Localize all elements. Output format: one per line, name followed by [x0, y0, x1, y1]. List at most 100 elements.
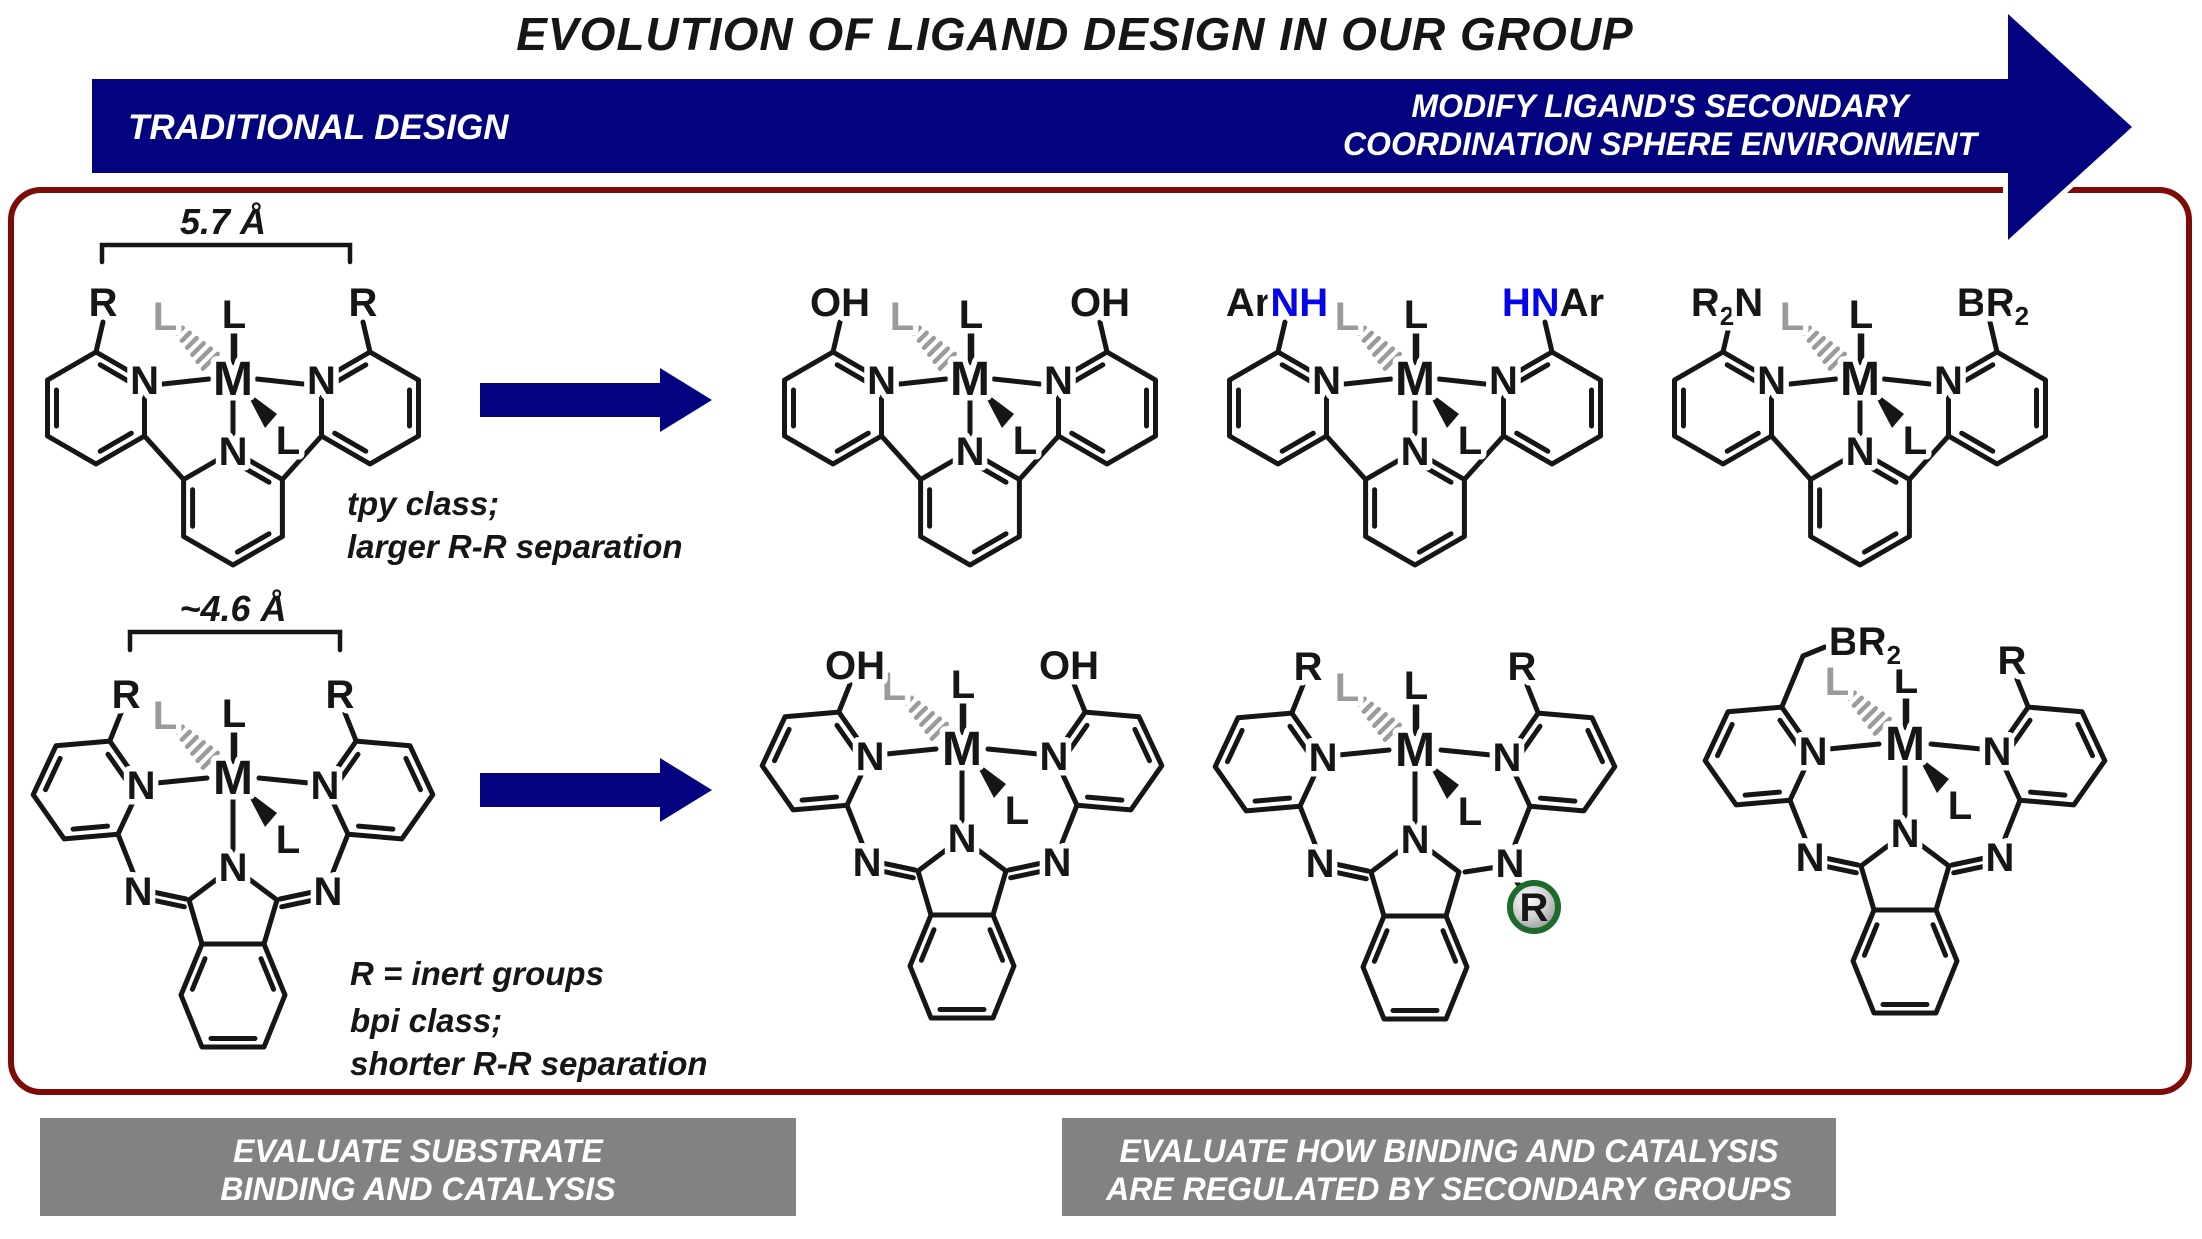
metal-label: M: [1395, 724, 1435, 777]
nitrogen-right-label: N: [1983, 730, 2012, 774]
nitrogen-left-label: N: [127, 764, 156, 808]
substituent-right: OH: [1039, 644, 1099, 688]
bpi-note-line1: bpi class;: [350, 1002, 502, 1039]
banner-right-line2: COORDINATION SPHERE ENVIRONMENT: [1343, 126, 1980, 162]
nitrogen-imine-left-label: N: [853, 841, 882, 885]
nitrogen-right-label: N: [307, 359, 336, 403]
nitrogen-imine-left-label: N: [124, 870, 153, 914]
substituent-left: R: [1294, 645, 1323, 689]
structure-tpy-hydroxyl: L L L N N N M OH OH: [785, 276, 1156, 565]
tpy-note-line1: tpy class;: [347, 485, 499, 522]
structure-tpy-traditional: L L L N N N M R R: [48, 276, 419, 565]
footer-right-line2: ARE REGULATED BY SECONDARY GROUPS: [1105, 1171, 1792, 1207]
nitrogen-isoindoline-label: N: [1891, 812, 1920, 856]
metal-label: M: [1885, 718, 1925, 771]
nitrogen-left-label: N: [1309, 736, 1338, 780]
ligand-wedge-label: L: [276, 818, 300, 862]
ligand-wedge-label: L: [1948, 784, 1972, 828]
substituent-right: R: [1508, 645, 1537, 689]
substituent-right: R: [326, 673, 355, 717]
ligand-top-label: L: [1849, 293, 1873, 337]
ligand-wedge-label: L: [1458, 419, 1482, 463]
ligand-hashed-label: L: [890, 295, 914, 339]
metal-label: M: [950, 353, 990, 406]
banner-left-label: TRADITIONAL DESIGN: [128, 108, 509, 147]
structure-bpi-borane: L L L N N N N N M BR2 R: [1705, 615, 2105, 1013]
ligand-top-label: L: [222, 692, 246, 736]
substituent-right: R: [1998, 639, 2027, 683]
nitrogen-isoindoline-label: N: [1401, 818, 1430, 862]
row2-transform-arrow: [480, 758, 712, 822]
nitrogen-isoindoline-label: N: [219, 846, 248, 890]
footer-box-left: [40, 1118, 796, 1216]
ligand-wedge-label: L: [276, 419, 300, 463]
ligand-top-label: L: [1404, 664, 1428, 708]
nitrogen-imine-right-label: N: [314, 870, 343, 914]
ligand-top-label: L: [222, 293, 246, 337]
structure-bpi-alkylated: R L L L N N N N N M R R: [1215, 640, 1615, 1019]
main-panel-border: [8, 187, 2192, 1095]
nitrogen-isoindoline-label: N: [948, 817, 977, 861]
nitrogen-right-label: N: [1040, 735, 1069, 779]
metal-label: M: [942, 723, 982, 776]
substituent-left: R: [89, 281, 118, 325]
tpy-distance-bracket: [99, 242, 353, 265]
nitrogen-right-label: N: [1493, 736, 1522, 780]
tpy-distance-label: 5.7 Å: [180, 201, 266, 242]
ligand-top-label: L: [1894, 658, 1918, 702]
substituent-right: OH: [1070, 281, 1130, 325]
substituent-left: OH: [810, 281, 870, 325]
structure-tpy-arylamine: L L L N N N M ArNH HNAr: [1220, 276, 1610, 565]
ligand-wedge-label: L: [1013, 419, 1037, 463]
secondary-group-sphere: [1507, 880, 1561, 934]
bpi-distance-label: ~4.6 Å: [179, 588, 286, 629]
banner-right-line1: MODIFY LIGAND'S SECONDARY: [1411, 88, 1911, 124]
nitrogen-bottom-label: N: [956, 430, 985, 474]
substituent-right: HNAr: [1502, 281, 1604, 325]
nitrogen-bottom-label: N: [219, 430, 248, 474]
ligand-hashed-label: L: [1825, 660, 1849, 704]
r-note: R = inert groups: [350, 955, 604, 992]
ligand-wedge-label: L: [1005, 789, 1029, 833]
tpy-note-line2: larger R-R separation: [347, 528, 683, 565]
footer-left-line1: EVALUATE SUBSTRATE: [233, 1133, 604, 1169]
nitrogen-left-label: N: [856, 735, 885, 779]
substituent-right: R: [349, 281, 378, 325]
nitrogen-imine-left-label: N: [1796, 836, 1825, 880]
bpi-distance-bracket: [127, 629, 343, 653]
circled-substituent: R: [1520, 886, 1549, 930]
structure-bpi-hydroxyl: L L L N N N N N M OH OH: [762, 639, 1162, 1018]
substituent-left: R: [112, 673, 141, 717]
nitrogen-left-label: N: [130, 359, 159, 403]
ligand-hashed-label: L: [882, 665, 906, 709]
ligand-hashed-label: L: [1335, 666, 1359, 710]
ligand-hashed-label: L: [153, 694, 177, 738]
nitrogen-left-label: N: [867, 359, 896, 403]
substituent-left: ArNH: [1226, 281, 1328, 325]
ligand-top-label: L: [1404, 293, 1428, 337]
row1-transform-arrow: [480, 368, 712, 432]
nitrogen-right-label: N: [1489, 359, 1518, 403]
nitrogen-right-label: N: [311, 764, 340, 808]
footer-right-line1: EVALUATE HOW BINDING AND CATALYSIS: [1120, 1133, 1780, 1169]
structure-bpi-traditional: L L L N N N N N M R R: [33, 668, 433, 1047]
ligand-top-label: L: [959, 293, 983, 337]
ligand-wedge-label: L: [1458, 790, 1482, 834]
footer-left-line2: BINDING AND CATALYSIS: [220, 1171, 616, 1207]
substituent-left: R2N: [1691, 281, 1763, 331]
slide-title: EVOLUTION OF LIGAND DESIGN IN OUR GROUP: [516, 8, 1633, 60]
nitrogen-imine-right-label: N: [1043, 841, 1072, 885]
substituent-left: OH: [825, 644, 885, 688]
nitrogen-imine-left-label: N: [1306, 842, 1335, 886]
structure-tpy-amine-borane: L L L N N N M R2N BR2: [1675, 276, 2046, 565]
substituent-right: BR2: [1957, 281, 2029, 331]
metal-label: M: [213, 353, 253, 406]
footer-box-right: [1062, 1118, 1836, 1216]
ligand-hashed-label: L: [1335, 295, 1359, 339]
nitrogen-imine-right-label: N: [1986, 836, 2015, 880]
substituent-left: BR2: [1829, 620, 1901, 670]
ligand-hashed-label: L: [1780, 295, 1804, 339]
nitrogen-left-label: N: [1799, 730, 1828, 774]
